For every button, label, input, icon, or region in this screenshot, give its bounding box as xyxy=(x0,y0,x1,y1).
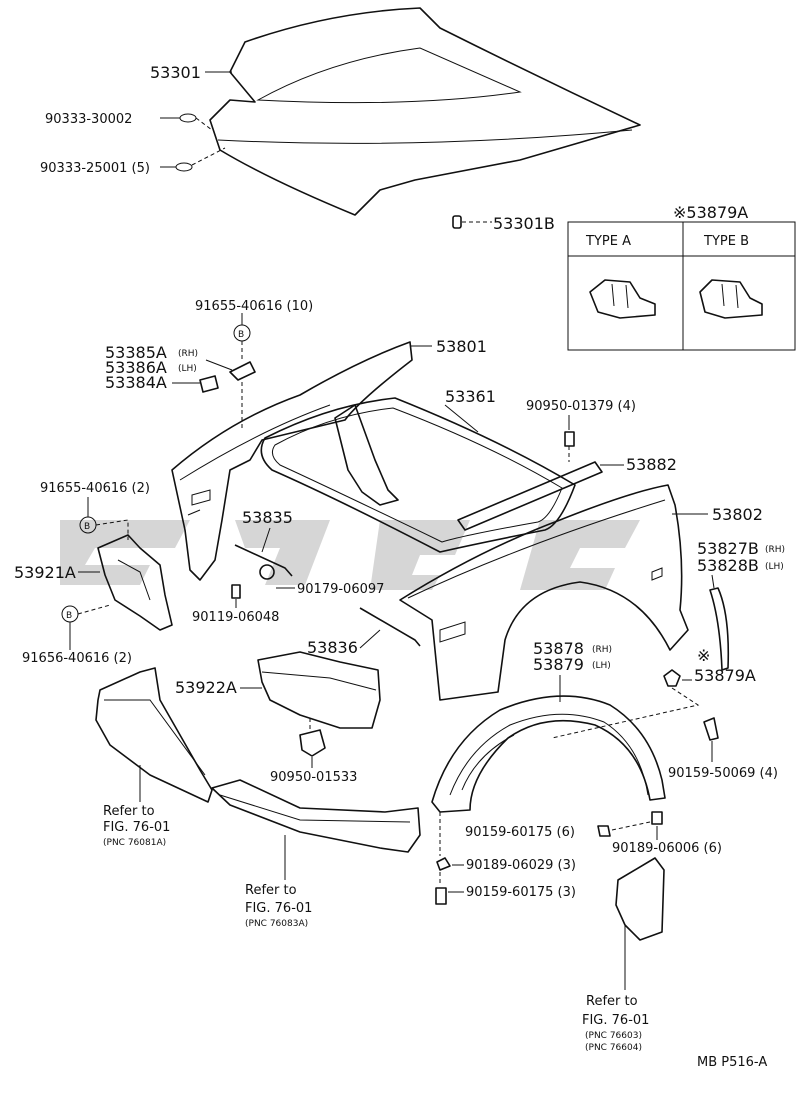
rod-53835 xyxy=(234,544,293,577)
clip-type-table xyxy=(567,221,796,351)
label-refer-76603-line3: (PNC 76603) xyxy=(585,1031,642,1041)
shield-53921A xyxy=(97,534,173,631)
label-53386A-side: (LH) xyxy=(178,364,197,374)
clip-90950-01533 xyxy=(299,729,326,757)
label-53801: 53801 xyxy=(436,337,487,356)
label-53879-side: (LH) xyxy=(592,661,611,671)
label-53828B: 53828B xyxy=(697,556,759,575)
label-refer-76603-line1: Refer to xyxy=(586,994,638,1009)
label-refer-76083A-line3: (PNC 76083A) xyxy=(245,919,308,929)
rod-53836 xyxy=(359,607,421,647)
clip-b-letter-top: B xyxy=(238,330,244,340)
label-90333-25001: 90333-25001 (5) xyxy=(40,161,150,176)
label-53878-side: (RH) xyxy=(592,645,612,655)
label-53878: 53878 xyxy=(533,639,584,658)
label-53361: 53361 xyxy=(445,387,496,406)
right-fender xyxy=(399,484,689,701)
watermark-logo xyxy=(60,520,640,590)
front-spoiler-76083A xyxy=(211,779,421,853)
side-spoiler-53922A xyxy=(257,651,381,729)
figure-code: MB P516-A xyxy=(697,1055,767,1070)
hood-panel xyxy=(209,7,641,216)
label-53386A: 53386A xyxy=(105,358,167,377)
label-90189-06006: 90189-06006 (6) xyxy=(612,841,722,856)
front-spoiler-76081A xyxy=(95,667,213,803)
label-53827B: 53827B xyxy=(697,539,759,558)
screw-90159-60175-3 xyxy=(435,887,447,905)
fender-liner-53878 xyxy=(431,695,666,813)
nut-90179-06097 xyxy=(259,564,275,580)
screw-90159-50069 xyxy=(703,717,719,741)
label-90119-06048: 90119-06048 xyxy=(192,610,279,625)
label-refer-76081A-line1: Refer to xyxy=(103,804,155,819)
label-53384A: 53384A xyxy=(105,373,167,392)
label-90950-01533: 90950-01533 xyxy=(270,770,357,785)
label-53879A-type-box: ※53879A xyxy=(673,203,748,222)
strip-53882 xyxy=(457,461,603,531)
grommet-90333-25001 xyxy=(175,162,193,172)
bolt-90119-06048 xyxy=(231,584,241,599)
label-refer-76083A-line2: FIG. 76-01 xyxy=(245,901,312,916)
label-90333-30002: 90333-30002 xyxy=(45,112,132,127)
molding-53827B xyxy=(709,587,730,671)
cushion-53384A xyxy=(199,375,219,393)
label-90159-60175-6: 90159-60175 (6) xyxy=(465,825,575,840)
label-90179-06097: 90179-06097 xyxy=(297,582,384,597)
label-90950-01379: 90950-01379 (4) xyxy=(526,399,636,414)
label-53882: 53882 xyxy=(626,455,677,474)
clip-b-letter-mid: B xyxy=(84,522,90,532)
screw-90159-60175-6 xyxy=(597,825,611,837)
label-53922A: 53922A xyxy=(175,678,237,697)
label-53879A: 53879A xyxy=(694,666,756,685)
label-refer-76081A-line2: FIG. 76-01 xyxy=(103,820,170,835)
label-53836: 53836 xyxy=(307,638,358,657)
label-refer-76603-line2: FIG. 76-01 xyxy=(582,1013,649,1028)
grommet-90333-30002 xyxy=(179,113,197,123)
label-refer-76083A-line1: Refer to xyxy=(245,883,297,898)
label-53385A: 53385A xyxy=(105,343,167,362)
nut-90189-06006 xyxy=(651,811,663,825)
inner-pillar xyxy=(334,404,399,506)
label-53802: 53802 xyxy=(712,505,763,524)
label-53835: 53835 xyxy=(242,508,293,527)
clip-53301B xyxy=(452,215,462,229)
clip-b-letter-low: B xyxy=(66,611,72,621)
clip-53879A xyxy=(663,669,681,687)
label-53301B: 53301B xyxy=(493,214,555,233)
label-91655-40616-2: 91655-40616 (2) xyxy=(40,481,150,496)
weatherstrip-53361 xyxy=(260,397,576,553)
label-type-b: TYPE B xyxy=(703,234,749,249)
label-53301: 53301 xyxy=(150,63,201,82)
nut-90189-06029 xyxy=(436,857,451,871)
bolt-90950-01379 xyxy=(564,431,575,447)
label-mark-asterisk: ※ xyxy=(697,646,710,665)
label-refer-76604-line4: (PNC 76604) xyxy=(585,1043,642,1053)
label-53827B-side: (RH) xyxy=(765,545,785,555)
label-91655-40616-10: 91655-40616 (10) xyxy=(195,299,313,314)
bracket-53385A xyxy=(229,361,256,381)
left-fender xyxy=(171,341,413,581)
mud-flap-76603 xyxy=(615,857,665,941)
label-53879: 53879 xyxy=(533,655,584,674)
label-53828B-side: (LH) xyxy=(765,562,784,572)
label-type-a: TYPE A xyxy=(585,234,631,249)
label-90159-60175-3: 90159-60175 (3) xyxy=(466,885,576,900)
label-90159-50069: 90159-50069 (4) xyxy=(668,766,778,781)
label-53921A: 53921A xyxy=(14,563,76,582)
label-53385A-side: (RH) xyxy=(178,349,198,359)
label-refer-76081A-line3: (PNC 76081A) xyxy=(103,838,166,848)
label-90189-06029: 90189-06029 (3) xyxy=(466,858,576,873)
label-91656-40616: 91656-40616 (2) xyxy=(22,651,132,666)
